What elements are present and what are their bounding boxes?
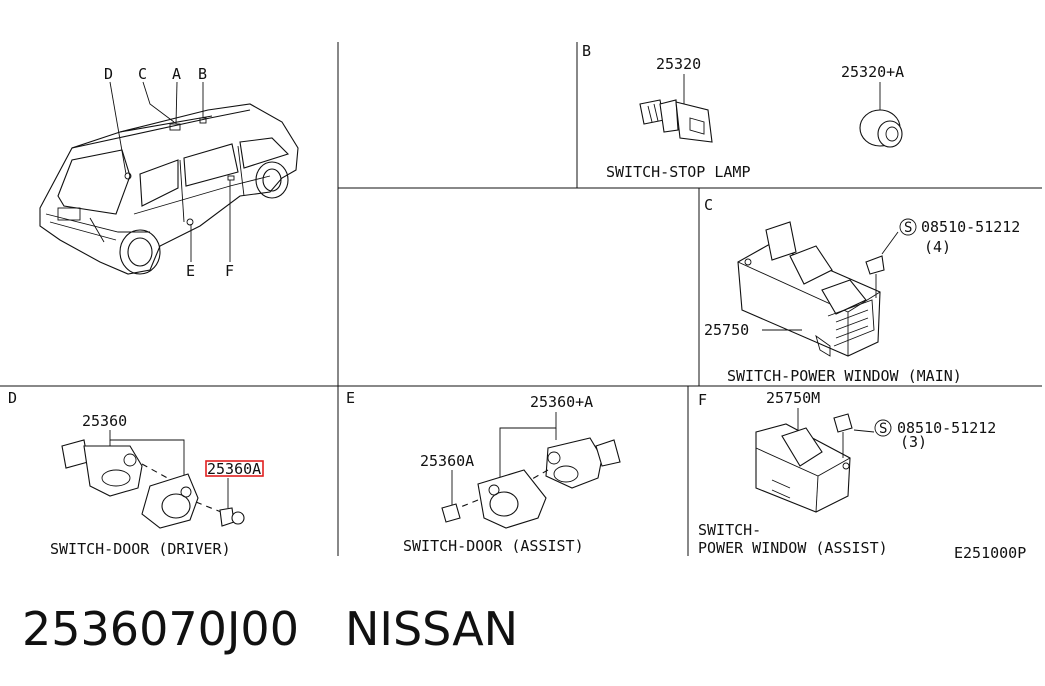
screw-symbol-c: S [904, 220, 912, 236]
screw-symbol-icon-f [874, 419, 892, 437]
assist-window-switch-drawing [755, 413, 853, 513]
screw-qty-c: (4) [924, 238, 951, 256]
section-c-title: SWITCH-POWER WINDOW (MAIN) [727, 367, 962, 385]
section-d-title: SWITCH-DOOR (DRIVER) [50, 540, 231, 558]
section-b-letter: B [582, 42, 591, 60]
screw-symbol-icon [899, 218, 917, 236]
vehicle-callout-e: E [186, 262, 195, 280]
vehicle-callout-f: F [225, 262, 234, 280]
part-number-25360a-highlighted: 25360A [207, 460, 261, 478]
section-d-letter: D [8, 389, 17, 407]
highlighted-part-box [205, 460, 264, 477]
section-c-letter: C [704, 196, 713, 214]
section-e-letter: E [346, 389, 355, 407]
part-number: 2536070J00 [22, 602, 299, 656]
section-f-letter: F [698, 391, 707, 409]
assist-door-switch-drawing [441, 437, 621, 529]
stop-lamp-grommet-drawing [859, 109, 903, 148]
screw-symbol-f: S [879, 421, 887, 437]
part-number-25360a: 25360A [420, 452, 474, 470]
diagram-code: E251000P [954, 544, 1026, 562]
vehicle-illustration [39, 81, 299, 275]
diagram-grid [0, 42, 1042, 556]
main-window-switch-drawing [737, 221, 885, 357]
part-number-25750: 25750 [704, 321, 749, 339]
section-e-title: SWITCH-DOOR (ASSIST) [403, 537, 584, 555]
screw-part-number-f: 08510-51212 [897, 419, 996, 437]
section-f-title-line2: POWER WINDOW (ASSIST) [698, 539, 888, 557]
section-b-title: SWITCH-STOP LAMP [606, 163, 751, 181]
vehicle-callout-d: D [104, 65, 113, 83]
part-number-25360: 25360 [82, 412, 127, 430]
part-number-25360-a: 25360+A [530, 393, 593, 411]
stop-lamp-switch-drawing [639, 99, 713, 143]
vehicle-callout-c: C [138, 65, 147, 83]
part-number-25320-a: 25320+A [841, 63, 904, 81]
screw-part-number-c: 08510-51212 [921, 218, 1020, 236]
part-caption: 2536070J00 NISSAN [22, 594, 518, 664]
screw-qty-f: (3) [900, 433, 927, 451]
part-number-25750m: 25750M [766, 389, 820, 407]
section-f-title-line1: SWITCH- [698, 521, 761, 539]
part-number-25320: 25320 [656, 55, 701, 73]
driver-door-switch-drawing [61, 439, 245, 529]
vehicle-callout-b: B [198, 65, 207, 83]
brand-name: NISSAN [344, 602, 519, 656]
vehicle-callout-a: A [172, 65, 181, 83]
